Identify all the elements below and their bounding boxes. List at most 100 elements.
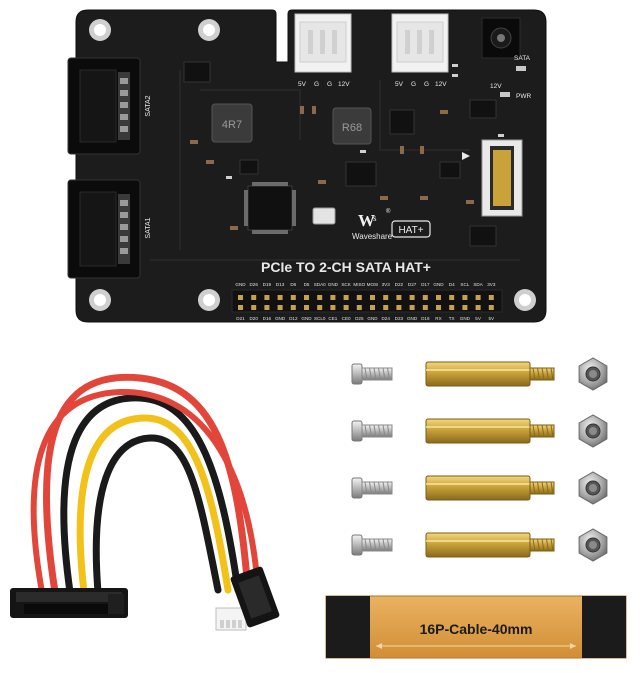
hat-plus-badge: HAT+ [391, 220, 431, 238]
gpio-pin [488, 295, 494, 300]
accessories-kit [351, 357, 608, 562]
sata1-label: SATA1 [145, 217, 152, 238]
gpio-top-label: SDA0 [314, 282, 326, 287]
gpio-bottom-label: GND [407, 316, 418, 321]
gpio-bottom-label: SCL0 [314, 316, 326, 321]
gpio-bottom-label: GND [301, 316, 312, 321]
gpio-header [231, 289, 503, 313]
gpio-pin [251, 305, 257, 310]
gpio-pin [409, 305, 415, 310]
gpio-pin [343, 295, 349, 300]
gpio-pin [251, 295, 257, 300]
gpio-bottom-label: GND [367, 316, 378, 321]
gpio-pin [383, 305, 389, 310]
svg-text:W: W [358, 211, 375, 230]
gpio-pin [383, 295, 389, 300]
power-label: 12V [338, 81, 350, 88]
hex-nut [578, 471, 608, 505]
power-label: 5V [298, 81, 307, 88]
power-label: G [314, 81, 319, 88]
power-label: G [327, 81, 332, 88]
gpio-pin [238, 305, 243, 310]
gpio-bottom-label: D23 [395, 316, 404, 321]
gpio-pin [436, 295, 441, 300]
gpio-bottom-label: D18 [421, 316, 430, 321]
gpio-pin [449, 295, 455, 300]
gpio-top-label: D17 [421, 282, 430, 287]
sata-connector-1 [67, 179, 141, 279]
gpio-bottom-label: TX [449, 316, 455, 321]
screw [351, 420, 393, 442]
gpio-pin [277, 305, 283, 310]
gpio-bottom-label: RX [435, 316, 441, 321]
gpio-pin [409, 295, 415, 300]
gpio-pin [317, 295, 323, 300]
pwr-side-label: PWR [516, 93, 531, 100]
brass-standoff [425, 475, 555, 501]
screw [351, 534, 393, 556]
power-label: 12V [435, 81, 447, 88]
gpio-bottom-label: CE0 [342, 316, 351, 321]
power-header-right [391, 13, 449, 73]
brass-standoff [425, 361, 555, 387]
gpio-pin [304, 295, 309, 300]
hat-board: SATA2 SATA1 5V G G 12V 5V G G 12V SATA [67, 9, 547, 323]
gpio-top-label: D22 [395, 282, 404, 287]
gpio-top-label: D13 [276, 282, 285, 287]
pcb-outline [75, 9, 547, 323]
gpio-pin [488, 305, 494, 310]
gpio-bottom-label: D21 [236, 316, 245, 321]
svg-text:®: ® [386, 208, 391, 215]
sata-plug-small [230, 566, 280, 628]
gpio-top-label: MISO [353, 282, 365, 287]
gpio-top-label: D19 [263, 282, 272, 287]
gpio-top-label: SCK [341, 282, 351, 287]
fpc-flex-cable: 16P-Cable-40mm [325, 595, 627, 659]
gpio-top-label: GND [235, 282, 246, 287]
gpio-pin [449, 305, 455, 310]
gpio-pin [462, 305, 468, 310]
gpio-top-label: MOSI [367, 282, 379, 287]
gpio-top-label: GND [433, 282, 444, 287]
gpio-pin [396, 295, 402, 300]
gpio-bottom-label: 5V [475, 316, 482, 321]
gpio-bottom-label: D16 [263, 316, 272, 321]
gpio-pin [436, 305, 441, 310]
gpio-bottom-label: CE1 [328, 316, 337, 321]
gpio-pin [475, 295, 481, 300]
power-label: 5V [395, 81, 404, 88]
gpio-bottom-label: D25 [355, 316, 364, 321]
gpio-bottom-label: D12 [289, 316, 298, 321]
gpio-top-label: D5 [304, 282, 310, 287]
sata2-label: SATA2 [145, 95, 152, 116]
brass-standoff [425, 532, 555, 558]
pcie-sata-controller-chip [244, 182, 296, 234]
sata-connector-2 [67, 57, 141, 155]
gpio-pin [238, 295, 243, 300]
svg-text:s: s [373, 213, 377, 223]
gpio-top-label: SCL [460, 282, 469, 287]
gpio-top-label: D27 [408, 282, 417, 287]
brass-standoff [425, 418, 555, 444]
hex-nut [578, 528, 608, 562]
gpio-pin [475, 305, 481, 310]
gpio-pin [422, 305, 428, 310]
gpio-pin [264, 305, 270, 310]
hex-nut [578, 414, 608, 448]
svg-text:HAT+: HAT+ [398, 225, 423, 236]
gpio-top-label: D4 [449, 282, 455, 287]
gpio-pin [370, 295, 375, 300]
inductor-label: 4R7 [222, 119, 242, 131]
gpio-bottom-label: GND [460, 316, 471, 321]
gpio-bottom-label: GND [275, 316, 286, 321]
power-label: G [424, 81, 429, 88]
hex-nut [578, 357, 608, 391]
mount-hole [89, 289, 111, 311]
sata-plug-large [10, 588, 128, 618]
inductor-label: R68 [342, 122, 362, 134]
gpio-bottom-label: 5V [488, 316, 495, 321]
power-label: G [411, 81, 416, 88]
gpio-pin [356, 295, 362, 300]
gpio-top-label: 3V3 [487, 282, 496, 287]
